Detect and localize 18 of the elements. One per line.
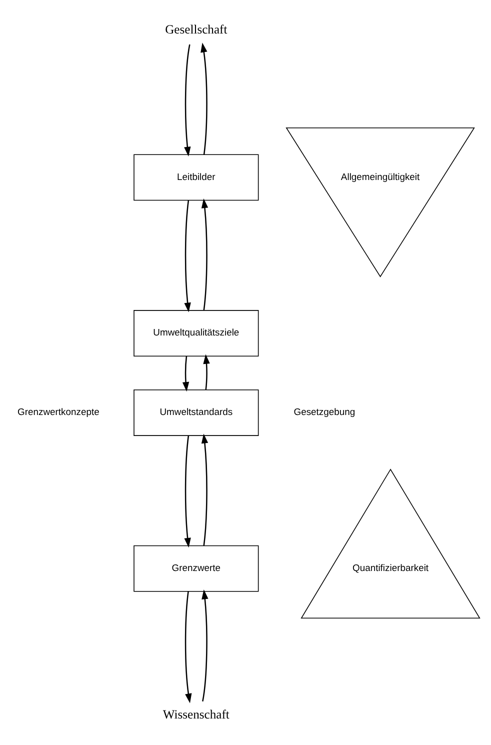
node-box: Umweltqualitätsziele: [134, 310, 259, 356]
label: Gesetzgebung: [294, 406, 356, 418]
node-box: Grenzwerte: [134, 544, 259, 592]
node-text: Gesellschaft: [165, 22, 228, 36]
arrow: [201, 433, 208, 546]
arrow: [202, 589, 208, 701]
arrow: [184, 44, 191, 156]
arrow: [203, 354, 210, 390]
arrow: [201, 198, 208, 310]
node-box: Leitbilder: [134, 154, 259, 200]
label: Grenzwertkonzepte: [18, 406, 100, 418]
arrow: [182, 356, 190, 392]
arrow: [184, 200, 191, 312]
arrow: [184, 590, 192, 703]
node-box: Umweltstandards: [134, 389, 259, 436]
arrow: [184, 435, 191, 548]
node-text: Wissenschaft: [162, 707, 230, 722]
arrow: [200, 42, 208, 154]
